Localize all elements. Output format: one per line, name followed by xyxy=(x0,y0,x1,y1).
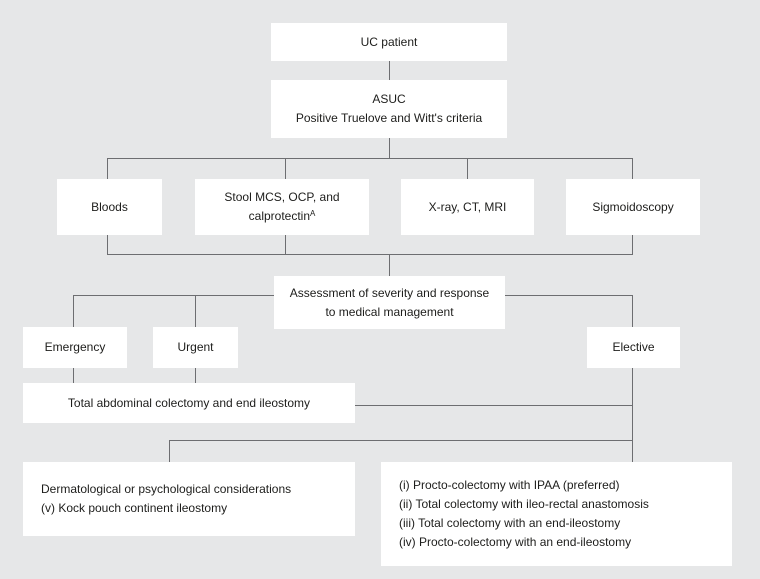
stool-calprotectin: calprotectin xyxy=(248,209,311,223)
imaging-label: X-ray, CT, MRI xyxy=(428,199,507,214)
sigmoidoscopy-label: Sigmoidoscopy xyxy=(592,199,674,214)
elective-box: Elective xyxy=(587,327,680,368)
assessment-box: Assessment of severity and response to m… xyxy=(274,276,505,329)
stool-label-line1: Stool MCS, OCP, and xyxy=(224,190,340,204)
total-colectomy-box: Total abdominal colectomy and end ileost… xyxy=(23,383,355,423)
sigmoidoscopy-box: Sigmoidoscopy xyxy=(566,179,700,235)
dermatological-line1: Dermatological or psychological consider… xyxy=(41,482,292,496)
urgent-box: Urgent xyxy=(153,327,238,368)
surgical-option-i: (i) Procto-colectomy with IPAA (preferre… xyxy=(399,478,620,492)
stool-footnote-marker: A xyxy=(310,209,316,218)
imaging-box: X-ray, CT, MRI xyxy=(401,179,534,235)
assessment-line1: Assessment of severity and response xyxy=(289,285,490,300)
asuc-title: ASUC xyxy=(372,92,406,106)
emergency-label: Emergency xyxy=(44,340,106,354)
stool-box: Stool MCS, OCP, and calprotectinA xyxy=(195,179,369,235)
dermatological-box: Dermatological or psychological consider… xyxy=(23,462,355,536)
surgical-options-box: (i) Procto-colectomy with IPAA (preferre… xyxy=(381,462,732,566)
emergency-box: Emergency xyxy=(23,327,127,368)
asuc-subtitle: Positive Truelove and Witt's criteria xyxy=(295,111,483,125)
surgical-option-iv: (iv) Procto-colectomy with an end-ileost… xyxy=(399,535,632,549)
dermatological-line2: (v) Kock pouch continent ileostomy xyxy=(41,501,228,515)
elective-label: Elective xyxy=(612,340,655,354)
total-colectomy-label: Total abdominal colectomy and end ileost… xyxy=(67,395,311,410)
stool-label-line2: calprotectinA xyxy=(249,207,316,226)
asuc-box: ASUC Positive Truelove and Witt's criter… xyxy=(271,80,507,138)
urgent-label: Urgent xyxy=(177,340,214,354)
assessment-line2: to medical management xyxy=(325,304,454,319)
uc-patient-label: UC patient xyxy=(360,34,418,49)
bloods-box: Bloods xyxy=(57,179,162,235)
surgical-option-iii: (iii) Total colectomy with an end-ileost… xyxy=(399,516,621,530)
uc-patient-box: UC patient xyxy=(271,23,507,61)
bloods-label: Bloods xyxy=(91,199,128,214)
surgical-option-ii: (ii) Total colectomy with ileo-rectal an… xyxy=(399,497,649,511)
